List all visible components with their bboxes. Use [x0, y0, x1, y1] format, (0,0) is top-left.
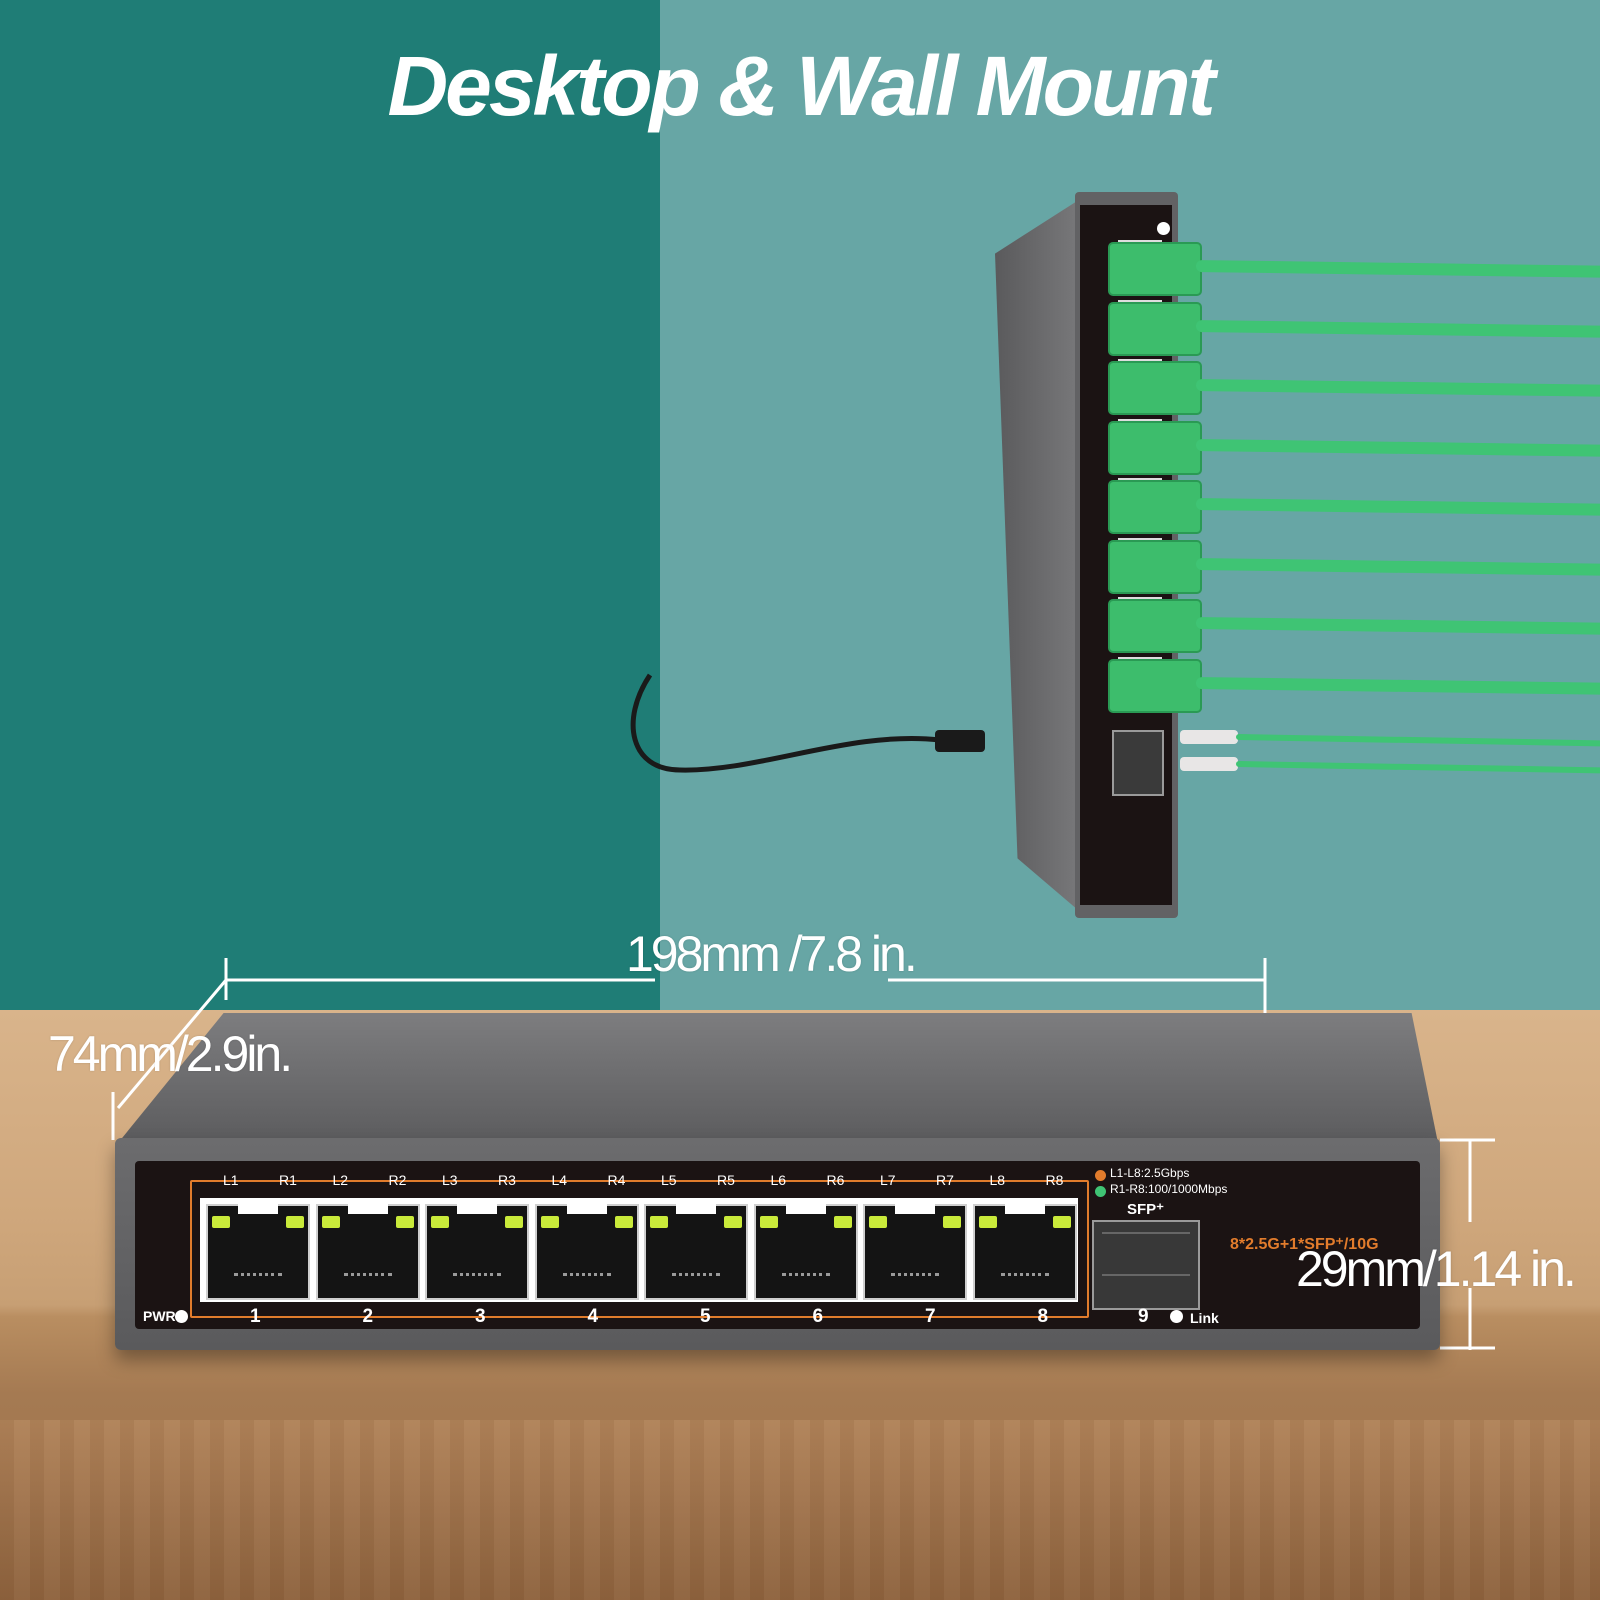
rj45-port — [972, 1200, 1077, 1300]
port-latch-notch — [1004, 1200, 1045, 1214]
port-led-label: L6 — [770, 1172, 787, 1188]
rj45-port — [863, 1200, 967, 1300]
ethernet-plug — [1108, 480, 1202, 534]
power-cable — [630, 673, 985, 773]
ethernet-plug — [1108, 420, 1202, 475]
port-led-right — [614, 1216, 633, 1228]
port-led-label: R1 — [279, 1172, 297, 1188]
desk-edge — [0, 1420, 1600, 1600]
port-number: 8 — [1037, 1306, 1049, 1327]
wall-left-panel — [0, 0, 660, 1025]
ethernet-plug — [1108, 242, 1202, 296]
rj45-port — [425, 1200, 529, 1300]
port-led-left — [431, 1216, 449, 1228]
model-label: 8*2.5G+1*SFP⁺/10G — [1230, 1236, 1379, 1253]
sfp-port-number: 9 — [1138, 1306, 1149, 1327]
sfp-label: SFP⁺ — [1127, 1201, 1165, 1218]
legend-green-dot — [1095, 1186, 1106, 1197]
port-led-label: R2 — [388, 1172, 407, 1188]
port-led-label: R7 — [936, 1172, 954, 1188]
port-led-label: L8 — [989, 1172, 1006, 1188]
ethernet-plug — [1108, 658, 1202, 713]
port-latch-notch — [895, 1200, 935, 1214]
port-led-right — [286, 1216, 304, 1228]
port-latch-notch — [347, 1200, 388, 1214]
pwr-led — [175, 1310, 188, 1323]
port-led-right — [395, 1216, 414, 1228]
link-led — [1170, 1310, 1183, 1323]
port-led-right — [1052, 1216, 1071, 1228]
port-led-label: L2 — [332, 1172, 349, 1188]
port-led-left — [650, 1216, 668, 1228]
legend-orange-dot — [1095, 1170, 1106, 1181]
port-strip — [200, 1198, 1078, 1302]
wall-sfp-cage — [1112, 730, 1164, 796]
height-dimension: 29mm/1.14 in. — [1296, 1241, 1577, 1297]
port-led-left — [978, 1216, 997, 1228]
depth-dimension: 74mm/2.9in. — [48, 1026, 293, 1082]
port-latch-notch — [566, 1200, 607, 1214]
port-led-label: R4 — [607, 1172, 626, 1188]
width-dimension: 198mm /7.8 in. — [626, 926, 918, 982]
port-led-left — [869, 1216, 887, 1228]
port-led-label: L4 — [551, 1172, 568, 1188]
legend-orange-text: L1-L8:2.5Gbps — [1110, 1166, 1190, 1180]
port-latch-notch — [785, 1200, 826, 1214]
port-group-bracket — [190, 1180, 1089, 1318]
port-led-left — [540, 1216, 559, 1228]
port-number: 3 — [475, 1306, 486, 1327]
port-latch-notch — [457, 1200, 497, 1214]
port-led-label: R3 — [498, 1172, 516, 1188]
port-number: 5 — [700, 1306, 711, 1327]
port-number: 7 — [925, 1306, 936, 1327]
fiber-plug-bottom — [1180, 757, 1238, 771]
port-led-label: L3 — [442, 1172, 458, 1188]
port-led-left — [759, 1216, 778, 1228]
port-number: 4 — [587, 1306, 599, 1327]
port-led-label: L1 — [223, 1172, 239, 1188]
port-led-label: R6 — [826, 1172, 845, 1188]
switch-top-surface — [118, 1013, 1438, 1143]
port-number: 2 — [362, 1306, 374, 1327]
port-led-label: L7 — [880, 1172, 896, 1188]
port-latch-notch — [238, 1200, 278, 1214]
rj45-port — [206, 1200, 310, 1300]
fiber-plug-top — [1180, 730, 1238, 744]
port-number: 6 — [812, 1306, 824, 1327]
ethernet-plug — [1108, 361, 1202, 415]
link-label: Link — [1190, 1310, 1219, 1326]
port-led-label: R8 — [1045, 1172, 1064, 1188]
port-led-left — [212, 1216, 230, 1228]
rj45-port — [534, 1200, 639, 1300]
port-number: 1 — [250, 1306, 261, 1327]
port-led-right — [724, 1216, 742, 1228]
ethernet-plug — [1108, 539, 1202, 594]
headline: Desktop & Wall Mount — [387, 39, 1215, 133]
rj45-port — [315, 1200, 420, 1300]
rj45-port — [753, 1200, 858, 1300]
wall-switch-pwr-led — [1157, 222, 1170, 235]
port-led-label: R5 — [717, 1172, 735, 1188]
port-led-right — [833, 1216, 852, 1228]
legend-green-text: R1-R8:100/1000Mbps — [1110, 1182, 1228, 1196]
port-latch-notch — [676, 1200, 716, 1214]
port-led-label: L5 — [661, 1172, 677, 1188]
port-led-right — [943, 1216, 961, 1228]
port-led-right — [505, 1216, 523, 1228]
pwr-label: PWR — [143, 1308, 176, 1324]
port-led-left — [321, 1216, 340, 1228]
rj45-port — [644, 1200, 748, 1300]
sfp-port — [1092, 1220, 1200, 1310]
